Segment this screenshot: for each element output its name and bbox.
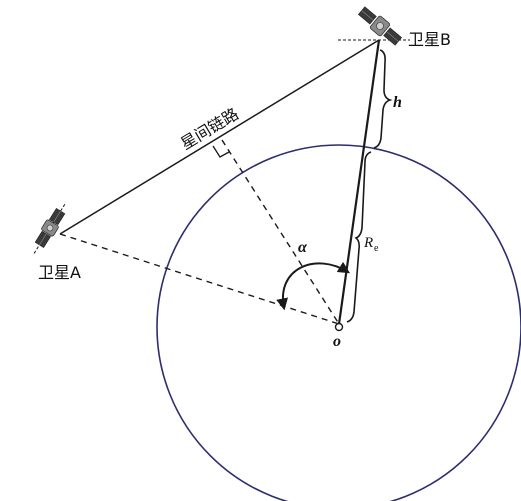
center-label: o (333, 333, 341, 350)
angle-alpha-arc (276, 261, 351, 311)
altitude-brace (373, 49, 393, 149)
center-to-satellite-b-line (337, 39, 381, 325)
altitude-label: h (393, 94, 402, 111)
satellite-b-label: 卫星B (408, 30, 451, 49)
perpendicular-dashed-line (221, 139, 340, 325)
earth-radius-brace (346, 151, 372, 323)
satellite-b (338, 6, 410, 46)
satellite-a (33, 202, 67, 254)
earth-circle (156, 144, 521, 501)
satellite-a-label: 卫星A (38, 263, 81, 282)
satellite-icon (34, 207, 66, 249)
center-point (334, 322, 344, 332)
earth-radius-label: R (363, 235, 373, 251)
right-angle-marker (212, 145, 230, 158)
intersatellite-link-line (59, 39, 380, 235)
satellite-icon (357, 6, 403, 46)
earth-radius-subscript: e (374, 243, 379, 254)
angle-alpha-label: α (298, 239, 308, 256)
